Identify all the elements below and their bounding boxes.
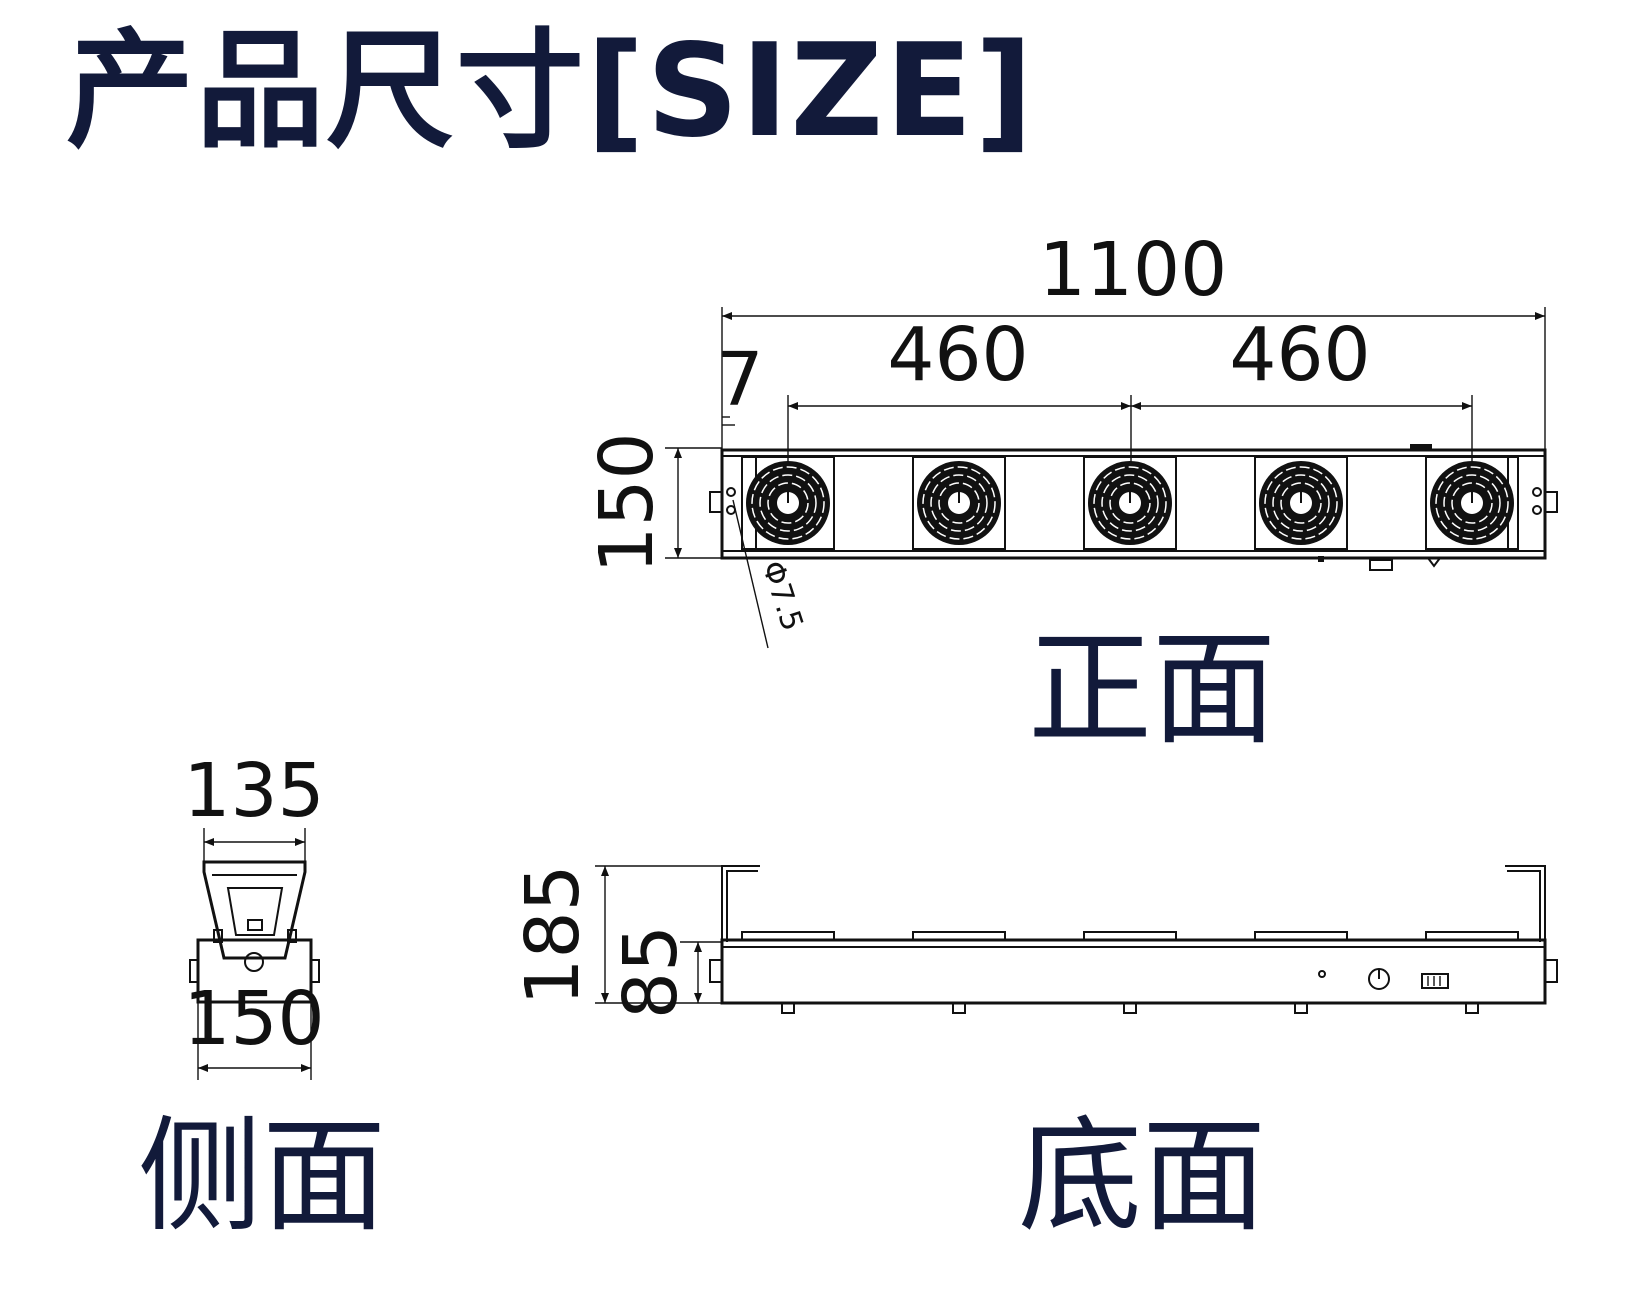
power-switch [1421, 973, 1449, 989]
bottom-fan-top [1083, 931, 1177, 1014]
hole-leader [732, 499, 769, 649]
fan [1083, 456, 1177, 550]
dim-side-bottom-width: 150 [183, 976, 324, 1062]
bottom-body [720, 938, 1547, 1005]
fan [912, 456, 1006, 550]
dim-total-length: 1100 [1039, 227, 1227, 313]
bottom-fan-top [1425, 931, 1519, 1014]
dim-end-offset: 7 [716, 337, 763, 423]
page-title: 产品尺寸[SIZE] [66, 17, 1036, 166]
front-view: 1100 460 460 7 150 [584, 227, 1558, 649]
fan-array [741, 456, 1519, 550]
dim-overall-height: 185 [510, 864, 596, 1005]
dim-spacing-left: 460 [887, 312, 1028, 398]
side-view-label: 侧面 [138, 1105, 387, 1249]
bottom-view: 185 85 [510, 864, 1558, 1019]
fan [741, 456, 835, 550]
bottom-fan-top [741, 931, 835, 1014]
fan [1425, 456, 1519, 550]
bottom-view-label: 底面 [1018, 1105, 1267, 1249]
fan [1254, 456, 1348, 550]
side-bracket [202, 860, 307, 960]
side-view: 135 150 [183, 748, 325, 1080]
bottom-fan-top [1254, 931, 1348, 1014]
bottom-fan-top [912, 931, 1006, 1014]
front-view-label: 正面 [1028, 618, 1277, 762]
dim-side-top-width: 135 [183, 748, 324, 834]
bottom-fan-tops [741, 931, 1519, 1014]
dim-front-height: 150 [584, 432, 670, 573]
dim-spacing-right: 460 [1229, 312, 1370, 398]
dim-body-height: 85 [608, 925, 694, 1019]
